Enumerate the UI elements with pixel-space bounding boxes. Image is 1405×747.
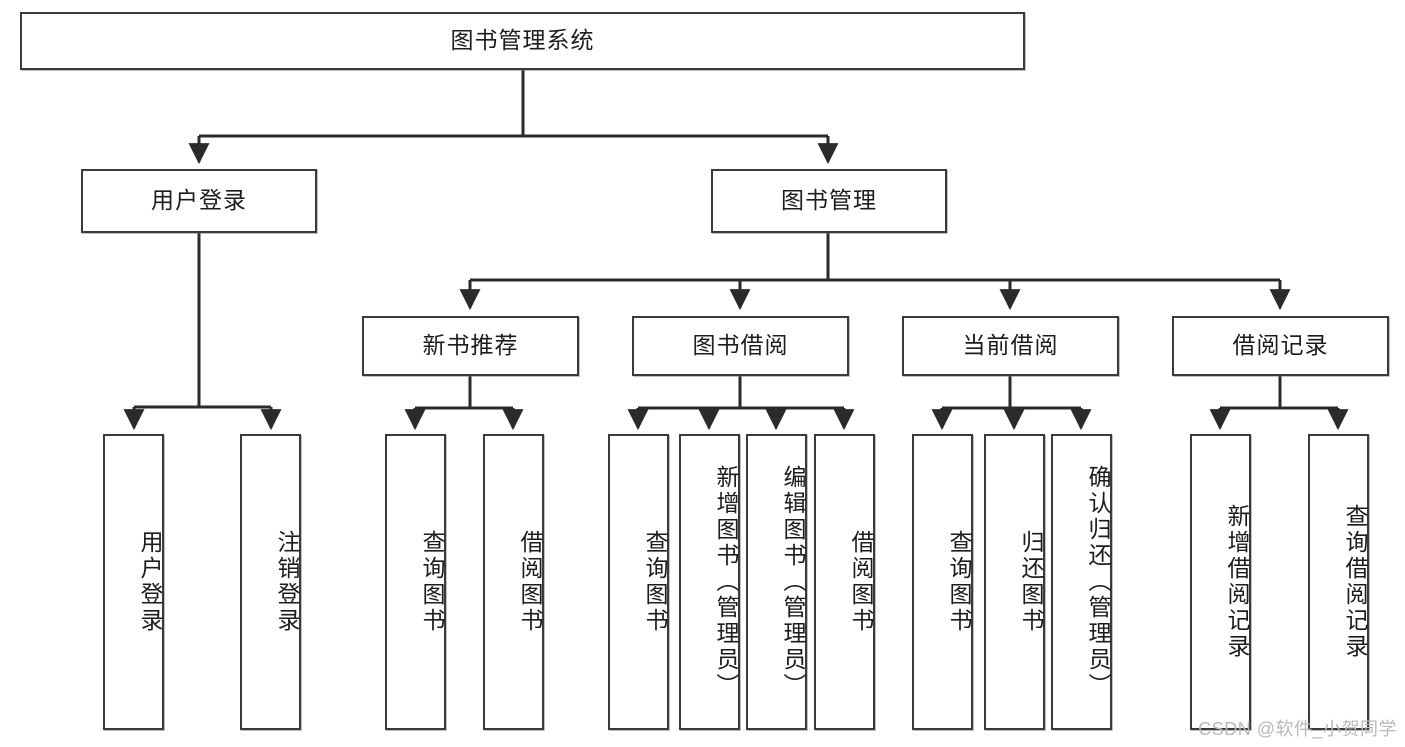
leaf-add-book[interactable]: 新增图书（管理员） (679, 434, 740, 730)
leaf-borrow-book-2-label: 借阅图书 (848, 530, 874, 634)
node-root-label: 图书管理系统 (450, 27, 595, 54)
leaf-query-book-3[interactable]: 查询图书 (912, 434, 973, 730)
node-borrow-record[interactable]: 借阅记录 (1172, 316, 1389, 376)
leaf-borrow-book-2[interactable]: 借阅图书 (814, 434, 875, 730)
node-current-borrow[interactable]: 当前借阅 (902, 316, 1119, 376)
leaf-borrow-book-1[interactable]: 借阅图书 (483, 434, 544, 730)
leaf-user-login[interactable]: 用户登录 (103, 434, 164, 730)
leaf-user-logout-label: 注销登录 (274, 530, 300, 634)
leaf-edit-book-label: 编辑图书（管理员） (780, 465, 806, 699)
node-new-book-recommend[interactable]: 新书推荐 (362, 316, 579, 376)
node-book-manage[interactable]: 图书管理 (711, 169, 947, 233)
node-book-borrow-label: 图书借阅 (692, 332, 789, 359)
leaf-query-record-label: 查询借阅记录 (1342, 504, 1368, 660)
leaf-borrow-book-1-label: 借阅图书 (517, 530, 543, 634)
leaf-query-record[interactable]: 查询借阅记录 (1308, 434, 1369, 730)
node-current-borrow-label: 当前借阅 (962, 332, 1059, 359)
leaf-confirm-return-label: 确认归还（管理员） (1085, 465, 1111, 699)
node-borrow-record-label: 借阅记录 (1232, 332, 1329, 359)
node-root[interactable]: 图书管理系统 (20, 12, 1025, 70)
leaf-query-book-2[interactable]: 查询图书 (608, 434, 669, 730)
leaf-query-book-1-label: 查询图书 (419, 530, 445, 634)
leaf-query-book-2-label: 查询图书 (642, 530, 668, 634)
leaf-return-book-label: 归还图书 (1018, 530, 1044, 634)
leaf-add-record-label: 新增借阅记录 (1224, 504, 1250, 660)
node-user-login-label: 用户登录 (151, 187, 247, 214)
leaf-confirm-return[interactable]: 确认归还（管理员） (1051, 434, 1112, 730)
node-new-book-recommend-label: 新书推荐 (422, 332, 519, 359)
leaf-user-login-label: 用户登录 (137, 530, 163, 634)
leaf-return-book[interactable]: 归还图书 (984, 434, 1045, 730)
leaf-query-book-1[interactable]: 查询图书 (385, 434, 446, 730)
leaf-edit-book[interactable]: 编辑图书（管理员） (746, 434, 807, 730)
leaf-query-book-3-label: 查询图书 (946, 530, 972, 634)
csdn-watermark: CSDN @软件_小贺同学 (1198, 719, 1397, 739)
node-book-manage-label: 图书管理 (781, 187, 877, 214)
leaf-user-logout[interactable]: 注销登录 (240, 434, 301, 730)
node-book-borrow[interactable]: 图书借阅 (632, 316, 849, 376)
leaf-add-book-label: 新增图书（管理员） (713, 465, 739, 699)
node-user-login[interactable]: 用户登录 (81, 169, 317, 233)
leaf-add-record[interactable]: 新增借阅记录 (1190, 434, 1251, 730)
